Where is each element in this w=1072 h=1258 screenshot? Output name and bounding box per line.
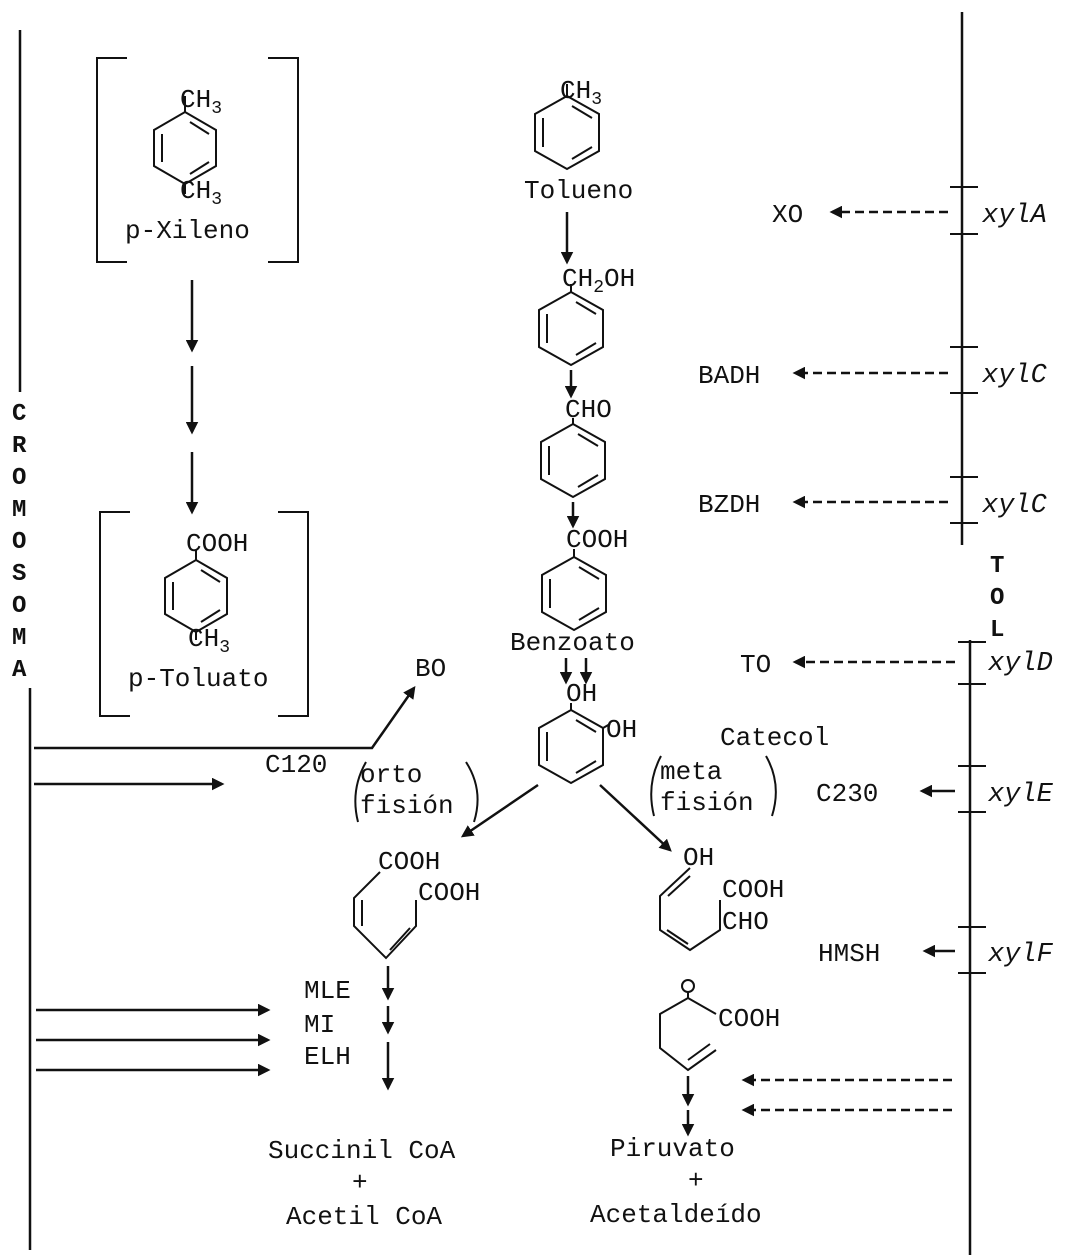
p-toluato-bracket xyxy=(99,511,309,717)
svg-text:OH: OH xyxy=(606,715,637,745)
chromosome-arrows-ortho xyxy=(36,1003,271,1077)
svg-text:O: O xyxy=(12,529,26,556)
enzyme-hmsh: HMSH xyxy=(818,939,955,969)
enzyme-bzdh: BZDH xyxy=(698,490,948,520)
svg-text:CHO: CHO xyxy=(565,395,612,425)
svg-text:MI: MI xyxy=(304,1010,335,1040)
svg-text:COOH: COOH xyxy=(566,525,628,555)
svg-text:+: + xyxy=(688,1166,704,1196)
label-p-toluato: p-Toluato xyxy=(128,664,268,694)
plasmid-arrows-meta xyxy=(741,1073,952,1117)
svg-text:meta: meta xyxy=(660,757,722,787)
svg-text:COOH: COOH xyxy=(186,529,248,559)
gene-xylC-2: xylC xyxy=(950,476,1047,524)
label-benzoato: Benzoato xyxy=(510,628,635,658)
gene-xylE: xylE xyxy=(958,765,1054,813)
label-catecol: Catecol xyxy=(720,723,829,753)
arrow-meta-cleavage xyxy=(599,784,672,852)
svg-text:O: O xyxy=(12,593,26,620)
svg-text:HMSH: HMSH xyxy=(818,939,880,969)
svg-text:M: M xyxy=(12,497,26,524)
svg-text:CHO: CHO xyxy=(722,907,769,937)
svg-text:OH: OH xyxy=(683,843,714,873)
ortho-enzymes: MLE MI ELH xyxy=(304,966,395,1091)
p-xileno-bracket xyxy=(96,57,299,263)
svg-text:MLE: MLE xyxy=(304,976,351,1006)
svg-text:fisión: fisión xyxy=(360,791,454,821)
svg-text:COOH: COOH xyxy=(722,875,784,905)
svg-text:xylC: xylC xyxy=(981,361,1047,391)
svg-text:xylA: xylA xyxy=(981,201,1047,231)
tol-label: T O L xyxy=(990,553,1004,644)
svg-text:C: C xyxy=(12,401,26,428)
svg-text:xylC: xylC xyxy=(981,491,1047,521)
svg-text:ELH: ELH xyxy=(304,1042,351,1072)
svg-text:L: L xyxy=(990,617,1004,644)
gene-xylF: xylF xyxy=(958,926,1054,974)
svg-text:OH: OH xyxy=(566,679,597,709)
svg-text:Piruvato: Piruvato xyxy=(610,1134,735,1164)
muconate-structure: COOH COOH xyxy=(353,847,480,960)
enzyme-xo: XO xyxy=(772,200,948,230)
arrow-c120: C120 xyxy=(34,750,327,791)
ortho-end-products: Succinil CoA + Acetil CoA xyxy=(268,1136,456,1232)
arrow-benzoate-catechol xyxy=(559,658,593,685)
svg-text:XO: XO xyxy=(772,200,803,230)
meta-fision-label: meta fisión xyxy=(650,755,777,818)
gene-xylC-1: xylC xyxy=(950,346,1047,394)
label-tolueno: Tolueno xyxy=(524,176,633,206)
svg-text:CH3: CH3 xyxy=(560,76,602,110)
gene-xylA: xylA xyxy=(950,186,1047,235)
enzyme-to: TO xyxy=(740,650,955,680)
svg-text:COOH: COOH xyxy=(378,847,440,877)
svg-text:BO: BO xyxy=(415,654,446,684)
enzyme-badh: BADH xyxy=(698,361,948,391)
svg-text:BADH: BADH xyxy=(698,361,760,391)
benzyl-alcohol-structure: CH2OH xyxy=(538,264,635,367)
svg-text:fisión: fisión xyxy=(660,788,754,818)
svg-text:xylF: xylF xyxy=(987,940,1054,970)
svg-text:BZDH: BZDH xyxy=(698,490,760,520)
meta-end-products: Piruvato + Acetaldeído xyxy=(590,1134,762,1230)
label-p-xileno: p-Xileno xyxy=(125,216,250,246)
svg-text:C230: C230 xyxy=(816,779,878,809)
svg-text:COOH: COOH xyxy=(718,1004,780,1034)
svg-text:CH2OH: CH2OH xyxy=(562,264,635,298)
svg-text:S: S xyxy=(12,561,26,588)
chromosome-label: C R O M O S O M A xyxy=(12,401,27,684)
svg-text:O: O xyxy=(990,585,1004,612)
p-toluato-structure: COOH CH3 xyxy=(164,529,248,658)
svg-text:TO: TO xyxy=(740,650,771,680)
svg-text:Acetaldeído: Acetaldeído xyxy=(590,1200,762,1230)
arrow-ortho-cleavage xyxy=(460,783,539,838)
svg-text:R: R xyxy=(12,433,27,460)
svg-text:xylE: xylE xyxy=(987,780,1054,810)
svg-text:xylD: xylD xyxy=(987,649,1053,679)
oxopentenoate-structure: COOH xyxy=(659,979,780,1072)
hydroxymuconic-semialdehyde-structure: OH COOH CHO xyxy=(659,843,784,952)
svg-text:Acetil CoA: Acetil CoA xyxy=(286,1202,442,1232)
arrow-bo: BO xyxy=(34,654,446,750)
svg-text:COOH: COOH xyxy=(418,878,480,908)
orto-fision-label: orto fisión xyxy=(354,760,479,823)
benzoato-structure: COOH xyxy=(541,525,628,632)
svg-text:CH3: CH3 xyxy=(180,176,222,210)
svg-text:CH3: CH3 xyxy=(180,85,222,119)
svg-text:orto: orto xyxy=(360,760,422,790)
svg-text:CH3: CH3 xyxy=(188,624,230,658)
svg-text:O: O xyxy=(12,465,26,492)
tolueno-structure: CH3 xyxy=(534,76,602,171)
svg-text:C120: C120 xyxy=(265,750,327,780)
p-xileno-structure: CH3 CH3 xyxy=(153,85,222,210)
svg-text:T: T xyxy=(990,553,1004,580)
svg-text:Succinil CoA: Succinil CoA xyxy=(268,1136,456,1166)
gene-xylD: xylD xyxy=(958,641,1053,685)
svg-text:+: + xyxy=(352,1168,368,1198)
svg-text:M: M xyxy=(12,625,26,652)
enzyme-c230: C230 xyxy=(816,779,955,809)
benzaldehyde-structure: CHO xyxy=(540,395,612,499)
svg-text:A: A xyxy=(12,657,27,684)
catecol-structure: OH OH xyxy=(538,679,637,785)
